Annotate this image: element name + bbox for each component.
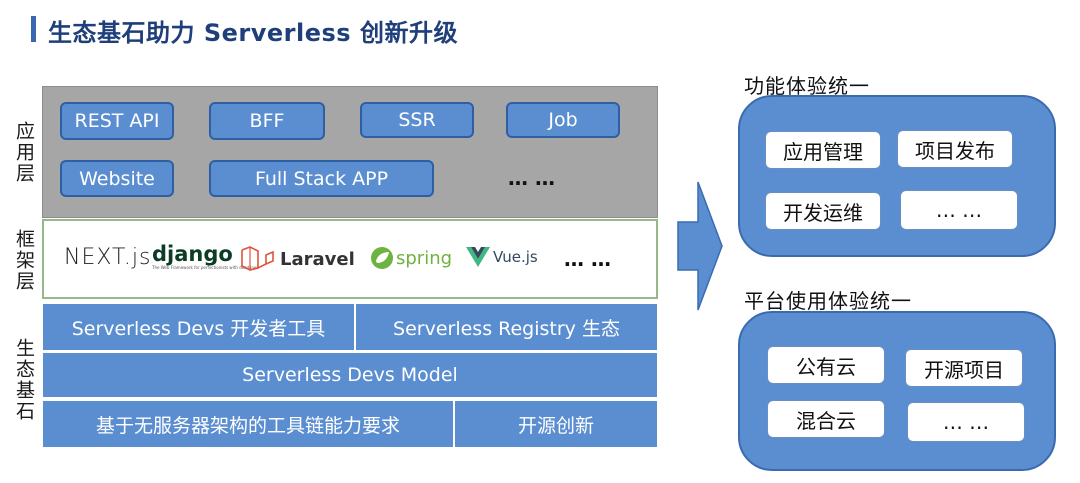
page-title: 生态基石助力 Serverless 创新升级 (48, 19, 458, 47)
band-open-source: 开源创新 (454, 400, 658, 448)
chip-full-stack-app: Full Stack APP (209, 160, 434, 197)
chip-website: Website (60, 160, 174, 197)
platform-item-hybrid-cloud: 混合云 (767, 400, 885, 438)
title-accent-bar (31, 16, 36, 42)
spring-logo: spring (370, 246, 452, 270)
framework-layer (42, 219, 658, 299)
platform-group-box (738, 311, 1056, 471)
feature-group-box (738, 95, 1056, 257)
right-arrow-icon (677, 181, 723, 311)
laravel-logo: Laravel (240, 246, 355, 272)
band-toolchain: 基于无服务器架构的工具链能力要求 (42, 400, 454, 448)
django-logo-text: django (152, 242, 233, 266)
chip-rest-api: REST API (60, 102, 174, 140)
laravel-icon (241, 246, 274, 271)
feature-item-devops: 开发运维 (765, 192, 881, 230)
platform-item-more: … … (907, 402, 1025, 442)
platform-group-title: 平台使用体验统一 (744, 289, 912, 313)
band-devs-model: Serverless Devs Model (42, 352, 658, 398)
laravel-logo-text: Laravel (280, 248, 355, 270)
feature-group-title: 功能体验统一 (744, 74, 870, 98)
nextjs-logo-text: NEXT.js (64, 245, 152, 270)
framework-more-ellipsis: … … (564, 247, 611, 271)
feature-item-more: … … (900, 190, 1018, 230)
feature-item-project-release: 项目发布 (897, 130, 1013, 168)
band-devs-tools: Serverless Devs 开发者工具 (42, 303, 355, 351)
vuejs-logo-text: Vue.js (493, 248, 538, 266)
django-tagline: The Web Framework for perfectionists wit… (152, 265, 259, 270)
vuejs-logo: Vue.js (466, 247, 538, 267)
spring-logo-text: spring (396, 247, 453, 269)
platform-item-open-source-project: 开源项目 (905, 349, 1023, 387)
ecosystem-layer-label: 生态基石 (13, 338, 35, 422)
chip-bff: BFF (209, 102, 325, 140)
band-registry: Serverless Registry 生态 (355, 303, 658, 351)
feature-item-app-management: 应用管理 (765, 131, 881, 169)
app-layer-label: 应用层 (13, 120, 35, 184)
django-logo: django The Web Framework for perfectioni… (152, 243, 258, 271)
platform-item-public-cloud: 公有云 (767, 346, 885, 384)
framework-layer-label: 框架层 (13, 228, 35, 292)
chip-job: Job (506, 102, 620, 138)
spring-leaf-icon (371, 247, 393, 269)
app-more-ellipsis: … … (508, 166, 555, 190)
vue-icon (466, 247, 490, 267)
nextjs-logo: NEXT.js (64, 245, 151, 270)
chip-ssr: SSR (360, 102, 474, 138)
